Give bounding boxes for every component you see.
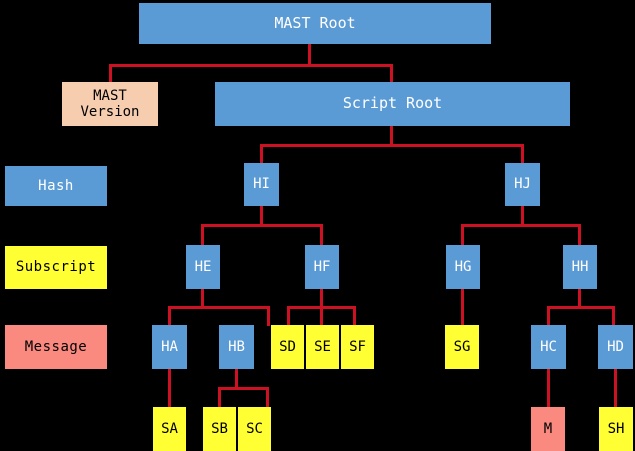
edge-hb-bar — [218, 387, 269, 390]
edge-hf-bar — [287, 306, 356, 309]
legend-subscript: Subscript — [5, 246, 107, 289]
node-hg[interactable]: HG — [446, 245, 480, 289]
node-sg[interactable]: SG — [445, 325, 479, 369]
edge-he-stem — [201, 288, 204, 308]
edge-hi-bar — [201, 224, 323, 227]
edge-to-sb — [218, 387, 221, 408]
edge-to-hi — [260, 144, 263, 164]
edge-to-sg — [461, 288, 464, 326]
legend-message: Message — [5, 325, 107, 369]
edge-hb-stem — [235, 368, 238, 389]
edge-to-sa — [168, 368, 171, 408]
edge-to-ha — [168, 306, 171, 326]
node-ha[interactable]: HA — [152, 325, 187, 369]
node-hi[interactable]: HI — [244, 163, 279, 206]
legend-hash: Hash — [5, 166, 107, 206]
edge-to-hf — [320, 224, 323, 246]
edge-to-hj — [521, 144, 524, 164]
edge-to-mast-version — [109, 64, 112, 83]
node-hh[interactable]: HH — [563, 245, 597, 289]
edge-to-m — [547, 368, 550, 408]
node-sh[interactable]: SH — [599, 407, 633, 451]
node-he[interactable]: HE — [186, 245, 220, 289]
node-script-root[interactable]: Script Root — [215, 82, 570, 126]
node-sd[interactable]: SD — [271, 325, 304, 369]
edge-to-hg — [461, 224, 464, 246]
node-mast-version[interactable]: MAST Version — [62, 82, 158, 126]
edge-hj-stem — [521, 205, 524, 226]
edge-to-hb — [267, 306, 270, 326]
node-hj[interactable]: HJ — [505, 163, 540, 206]
edge-to-sf — [353, 306, 356, 326]
edge-hi-stem — [260, 205, 263, 226]
edge-to-script-root — [390, 64, 393, 83]
edge-mast-root-bar — [109, 64, 393, 67]
edge-to-sd — [287, 306, 290, 326]
edge-to-hd — [612, 306, 615, 326]
edge-hh-bar — [547, 306, 615, 309]
edge-script-root-bar — [260, 144, 524, 147]
edge-to-hc — [547, 306, 550, 326]
edge-to-he — [201, 224, 204, 246]
node-hd[interactable]: HD — [598, 325, 633, 369]
node-sa[interactable]: SA — [153, 407, 186, 451]
edge-hj-bar — [461, 224, 581, 227]
node-hc[interactable]: HC — [531, 325, 566, 369]
edge-to-sc — [266, 387, 269, 408]
node-sf[interactable]: SF — [341, 325, 374, 369]
edge-script-root-stem — [390, 125, 393, 146]
edge-to-hh — [578, 224, 581, 246]
node-hf[interactable]: HF — [305, 245, 339, 289]
edge-he-bar — [168, 306, 270, 309]
node-sc[interactable]: SC — [238, 407, 271, 451]
node-hb[interactable]: HB — [219, 325, 254, 369]
node-sb[interactable]: SB — [203, 407, 236, 451]
edge-hh-stem — [578, 288, 581, 308]
node-se[interactable]: SE — [306, 325, 339, 369]
edge-mast-root-stem — [308, 43, 311, 66]
node-mast-root[interactable]: MAST Root — [139, 3, 491, 44]
node-m[interactable]: M — [531, 407, 565, 451]
edge-to-sh — [614, 368, 617, 408]
